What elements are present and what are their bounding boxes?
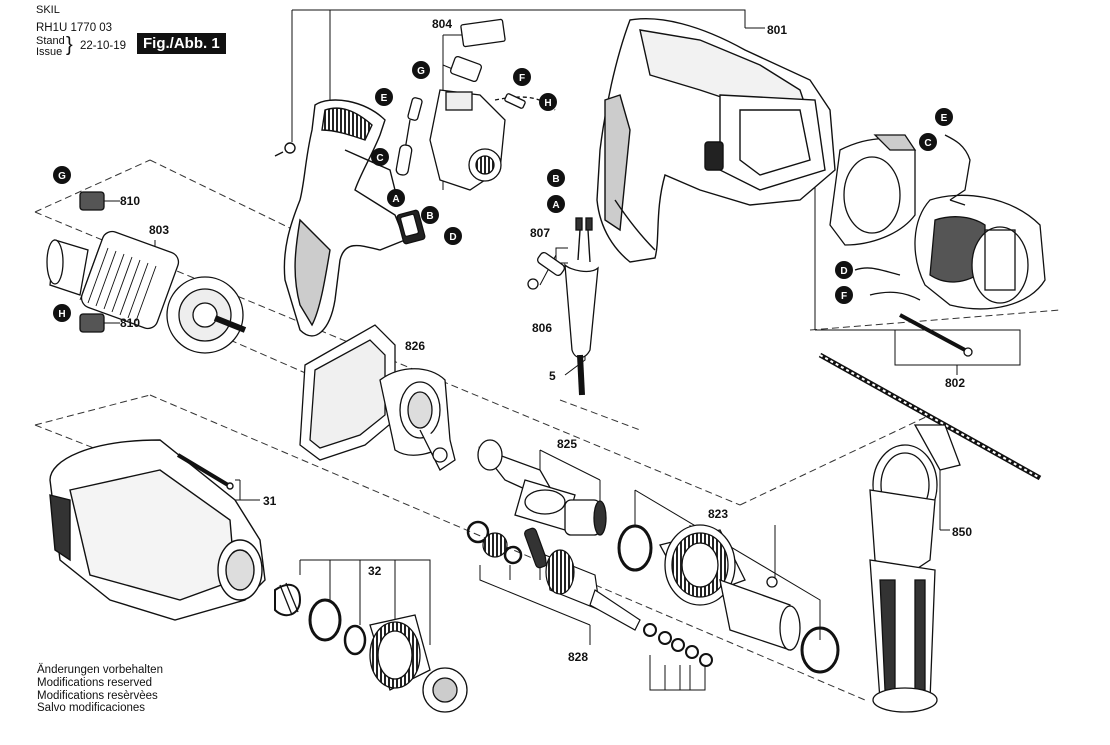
front-housing	[49, 439, 266, 621]
part-label-804: 804	[432, 17, 452, 31]
svg-text:C: C	[924, 138, 931, 149]
marker-a-cord: A	[547, 195, 565, 213]
part-number-labels: 801 802 803 804 806 807 810 810 823 825 …	[120, 17, 972, 664]
part-label-826: 826	[405, 339, 425, 353]
note-spanish: Salvo modificaciones	[37, 702, 146, 715]
figure-label: Fig./Abb. 1	[137, 33, 226, 54]
connection-markers: G E C A B D F H B A G H E C D F	[53, 61, 953, 322]
issue-label: Issue	[36, 46, 63, 58]
model-number: RH1U 1770 03	[36, 22, 113, 34]
motor-housing	[596, 18, 836, 263]
brand-label: SKIL	[36, 4, 60, 16]
part-label-802: 802	[945, 376, 965, 390]
part-label-807: 807	[530, 226, 550, 240]
power-cord	[527, 217, 599, 396]
svg-text:D: D	[449, 232, 456, 243]
marker-a-switch: A	[387, 189, 405, 207]
hammer-mechanism	[617, 524, 840, 674]
marker-h-switch: H	[539, 93, 557, 111]
footer-notes: Änderungen vorbehalten Modifications res…	[37, 664, 163, 715]
svg-text:C: C	[376, 153, 383, 164]
chuck-assembly	[274, 582, 468, 713]
gear-housing	[299, 324, 456, 471]
brace-symbol: }	[66, 34, 73, 56]
marker-h-brush: H	[53, 304, 71, 322]
stator-assembly	[829, 134, 1046, 357]
marker-d-switch: D	[444, 227, 462, 245]
intermediate-shaft	[466, 520, 713, 667]
part-label-825: 825	[557, 437, 577, 451]
part-label-5: 5	[549, 369, 556, 383]
svg-text:B: B	[426, 211, 433, 222]
svg-text:H: H	[544, 98, 551, 109]
switch-assembly	[395, 18, 556, 245]
part-label-810-top: 810	[120, 194, 140, 208]
svg-text:H: H	[58, 309, 65, 320]
note-english: Modifications reserved	[37, 676, 153, 689]
part-label-806: 806	[532, 321, 552, 335]
svg-text:E: E	[941, 113, 948, 124]
svg-text:F: F	[841, 291, 847, 302]
marker-c-switch: C	[371, 148, 389, 166]
marker-b-cord: B	[547, 169, 565, 187]
marker-f-stator: F	[835, 286, 853, 304]
marker-f-switch: F	[513, 68, 531, 86]
part-label-32: 32	[368, 564, 382, 578]
part-label-31: 31	[263, 494, 277, 508]
armature	[46, 191, 247, 354]
marker-c-stator: C	[919, 133, 937, 151]
marker-b-switch: B	[421, 206, 439, 224]
svg-text:A: A	[392, 194, 399, 205]
part-label-828: 828	[568, 650, 588, 664]
handle-housing	[274, 99, 406, 337]
svg-text:G: G	[58, 171, 66, 182]
svg-text:B: B	[552, 174, 559, 185]
note-german: Änderungen vorbehalten	[37, 664, 163, 676]
part-label-803: 803	[149, 223, 169, 237]
marker-d-stator: D	[835, 261, 853, 279]
svg-text:A: A	[552, 200, 559, 211]
part-label-810-bottom: 810	[120, 316, 140, 330]
piston-assembly	[477, 439, 607, 536]
part-label-801: 801	[767, 23, 787, 37]
svg-text:E: E	[381, 93, 388, 104]
svg-text:D: D	[840, 266, 847, 277]
part-label-850: 850	[952, 525, 972, 539]
marker-e-stator: E	[935, 108, 953, 126]
svg-text:G: G	[417, 66, 425, 77]
marker-e-switch: E	[375, 88, 393, 106]
part-label-823: 823	[708, 507, 728, 521]
marker-g-switch: G	[412, 61, 430, 79]
marker-g-brush: G	[53, 166, 71, 184]
issue-date: 22-10-19	[80, 40, 127, 52]
svg-text:F: F	[519, 73, 525, 84]
stand-label: Stand	[36, 35, 65, 47]
note-french: Modifications resèrvèes	[37, 689, 158, 702]
side-handle	[818, 352, 1042, 713]
